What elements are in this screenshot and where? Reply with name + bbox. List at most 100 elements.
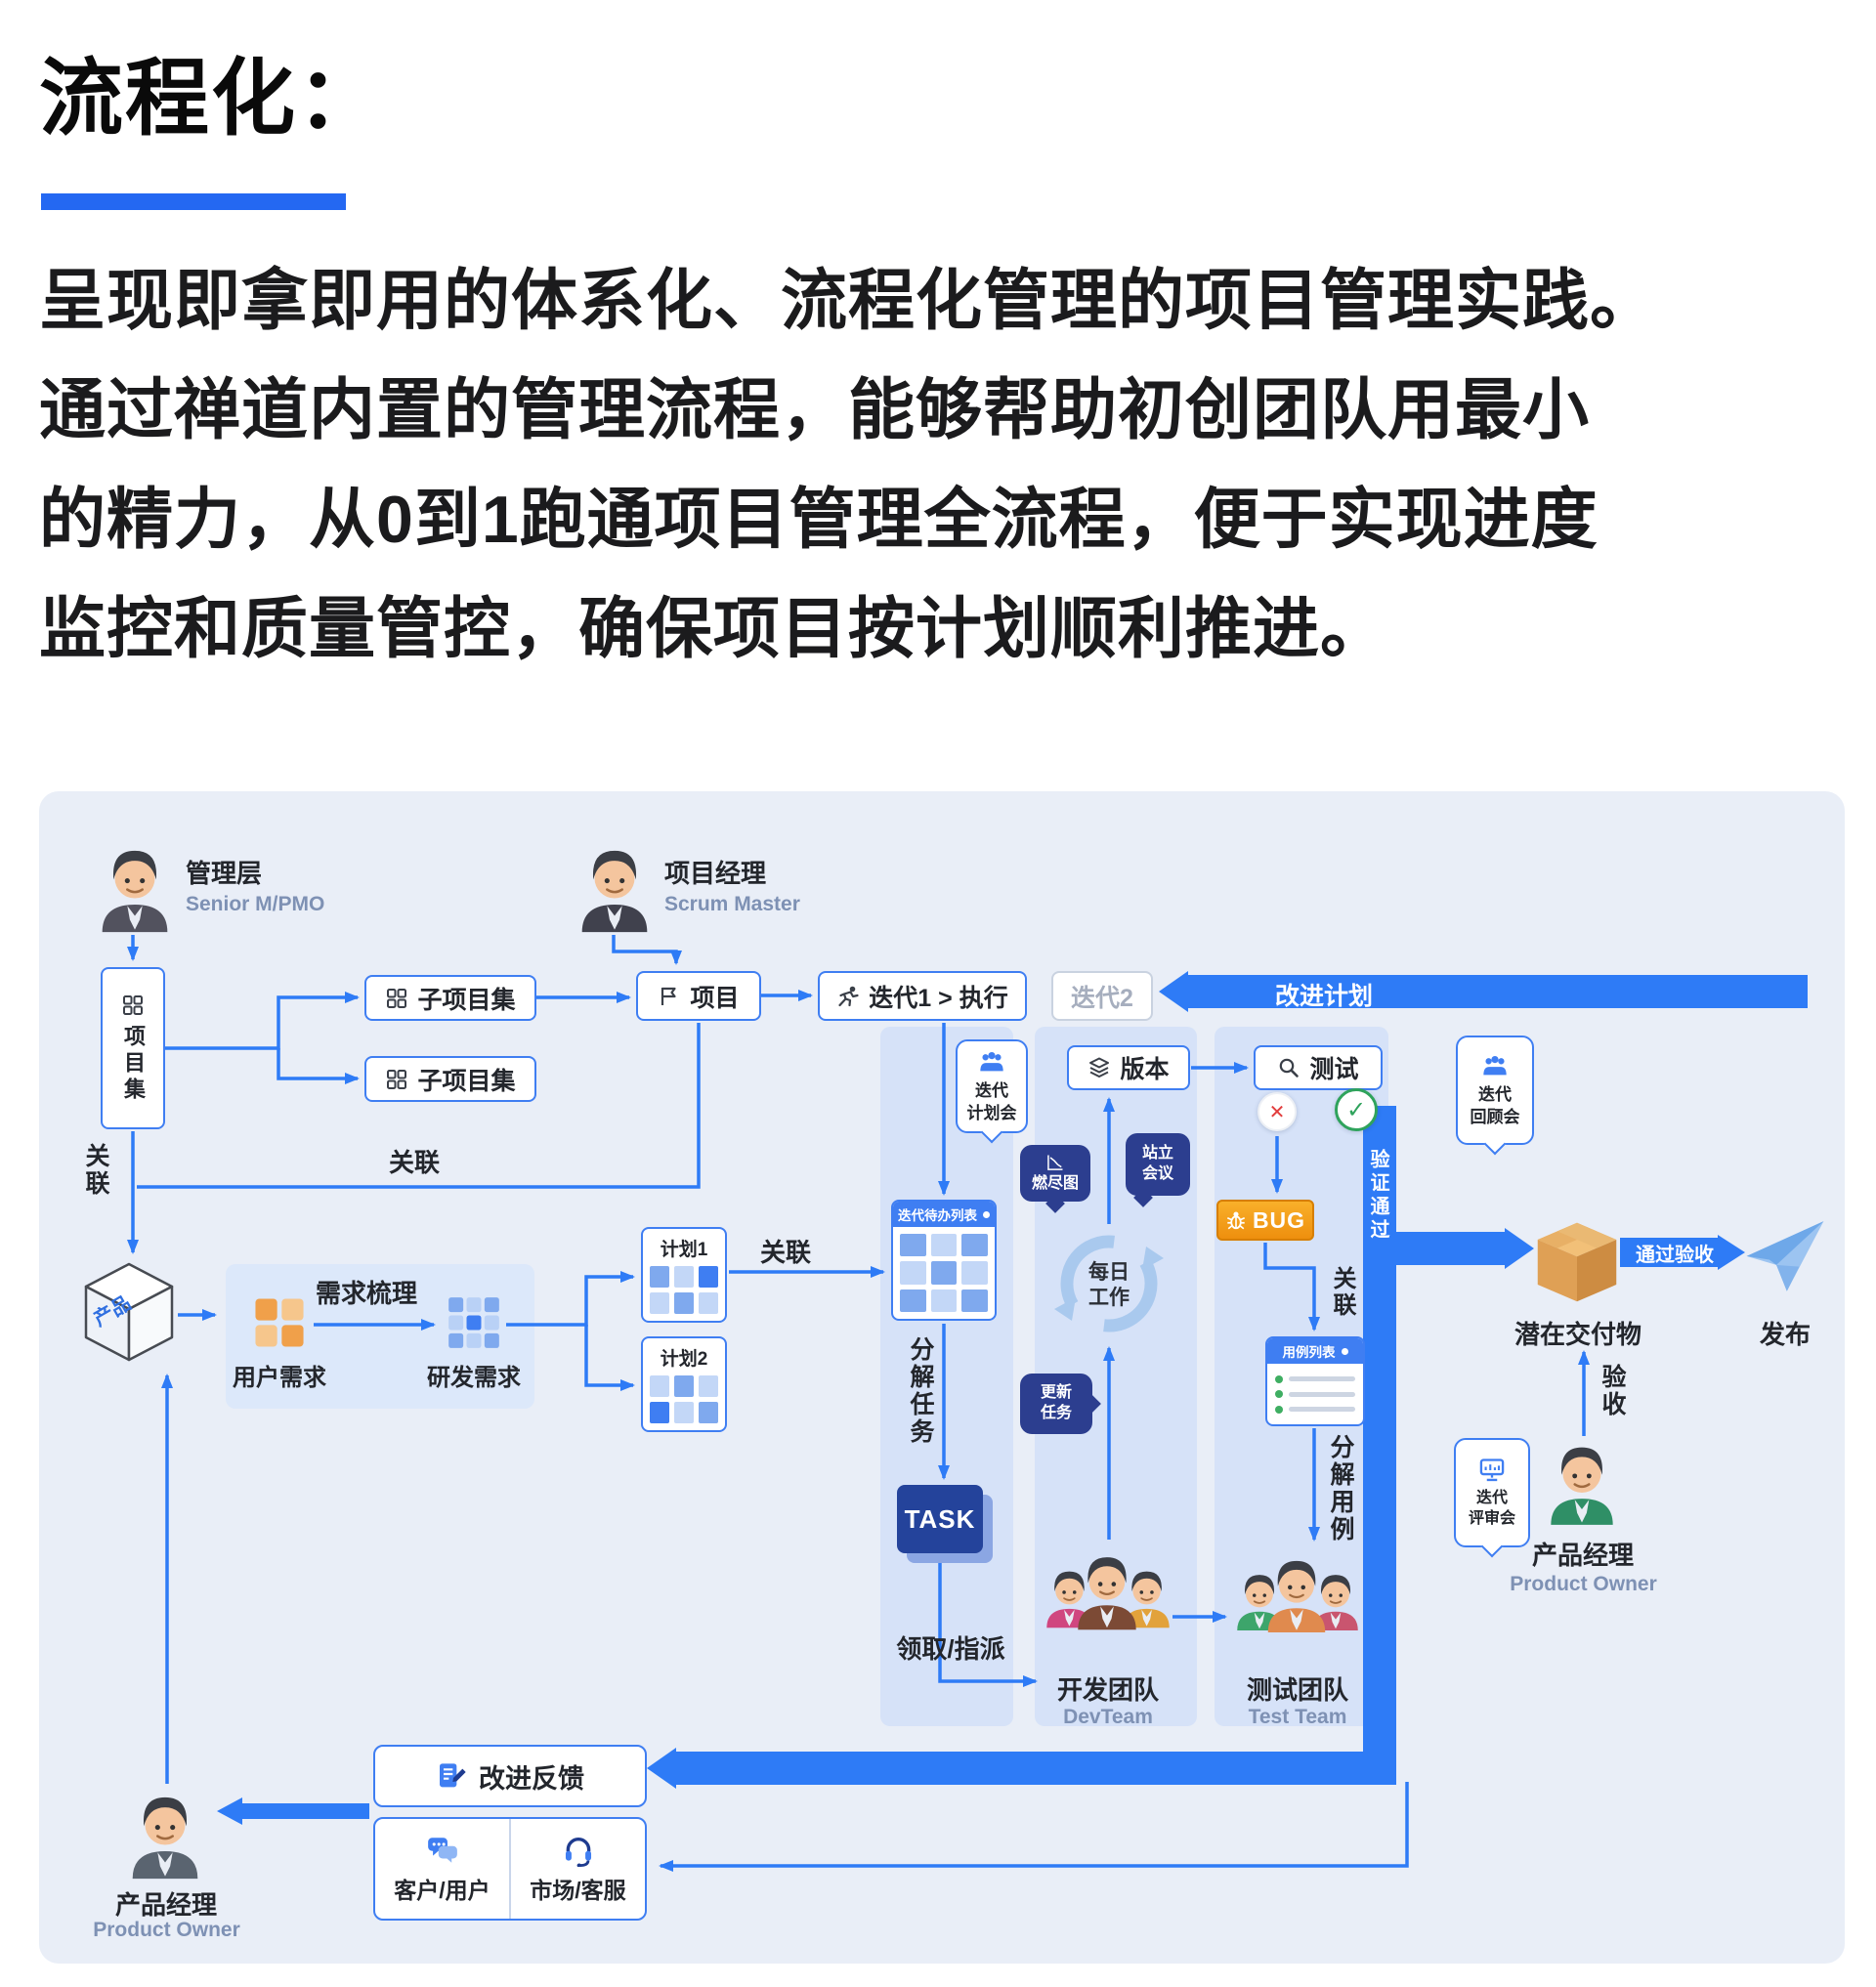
assoc-mid-label: 关联 (389, 1148, 441, 1177)
standup-bubble: 站立 会议 (1126, 1133, 1190, 1196)
claim-assign-label: 领取/指派 (896, 1634, 1005, 1664)
product-owner-right-sub: Product Owner (1510, 1573, 1657, 1595)
sprint-backlog-grid (893, 1227, 995, 1319)
project-node: 项目 (636, 971, 761, 1021)
usecase-rows (1267, 1364, 1363, 1424)
subprogram-node-2: 子项目集 (364, 1056, 536, 1102)
assoc-left-label: 关联 (82, 1143, 109, 1198)
sprint-backlog-card: 迭代待办列表 (891, 1200, 997, 1321)
assoc-case-label: 关联 (1329, 1266, 1355, 1319)
test-team-icon (1233, 1547, 1362, 1665)
user-req-icon (255, 1298, 304, 1347)
dev-req-icon (448, 1297, 499, 1348)
accept-pass-label: 通过验收 (1636, 1245, 1714, 1266)
project-icon (658, 985, 681, 1008)
dot-icon (1341, 1347, 1348, 1355)
management-avatar (95, 840, 175, 934)
plan1-label: 计划1 (660, 1240, 708, 1260)
plan2-card: 计划2 (641, 1336, 727, 1432)
retro-bubble: 迭代 回顾会 (1456, 1036, 1534, 1145)
sprint2-node: 迭代2 (1051, 971, 1153, 1021)
release-label: 发布 (1759, 1320, 1811, 1349)
test-team-sub: Test Team (1248, 1706, 1347, 1728)
plan2-label: 计划2 (660, 1349, 708, 1370)
program-node: 项目集 (101, 967, 165, 1129)
feedback-label: 改进反馈 (479, 1763, 584, 1794)
subprogram-icon (385, 1068, 408, 1091)
usecase-card: 用例列表 (1265, 1336, 1365, 1426)
intro-line-2: 通过禅道内置的管理流程，能够帮助初创团队用最小 (39, 373, 1591, 447)
project-label: 项目 (690, 984, 740, 1012)
scrum-master-sub: Scrum Master (664, 893, 800, 915)
version-node: 版本 (1067, 1045, 1190, 1090)
flow-diagram: 管理层 Senior M/PMO 项目经理 Scrum Master 项目集 子… (39, 791, 1845, 1964)
dot-icon (983, 1210, 990, 1218)
test-fail-mark: ✕ (1258, 1092, 1297, 1131)
sprint-backlog-header: 迭代待办列表 (893, 1202, 995, 1227)
management-name: 管理层 (186, 859, 263, 888)
intro-line-4: 监控和质量管控，确保项目按计划顺利推进。 (39, 592, 1388, 666)
verify-pass-label: 验证通过 (1367, 1149, 1388, 1243)
improve-plan-label: 改进计划 (1274, 983, 1373, 1010)
intro-paragraph: 呈现即拿即用的体系化、流程化管理的项目管理实践。 通过禅道内置的管理流程，能够帮… (39, 246, 1856, 684)
daily-work-label: 每日 工作 (1088, 1261, 1130, 1310)
plan1-card: 计划1 (641, 1227, 727, 1323)
sprint1-node: 迭代1 > 执行 (818, 971, 1027, 1021)
assoc-plan-label: 关联 (760, 1238, 812, 1267)
subprogram-label-2: 子项目集 (417, 1067, 516, 1095)
subprogram-label-1: 子项目集 (417, 986, 516, 1014)
market-cell: 市场/客服 (509, 1819, 645, 1919)
test-pass-mark: ✓ (1335, 1088, 1378, 1131)
intro-line-3: 的精力，从0到1跑通项目管理全流程，便于实现进度 (39, 483, 1599, 557)
headset-icon (562, 1834, 595, 1867)
release-plane-icon (1743, 1215, 1827, 1295)
product-owner-bottom-name: 产品经理 (114, 1890, 217, 1920)
usecase-card-header: 用例列表 (1267, 1338, 1363, 1364)
subprogram-node-1: 子项目集 (364, 975, 536, 1021)
product-owner-right-avatar (1544, 1436, 1620, 1528)
sprint1-label: 迭代1 > 执行 (869, 984, 1008, 1012)
burndown-bubble: 燃尽图 (1020, 1145, 1090, 1202)
accept-label: 验收 (1599, 1364, 1626, 1418)
scrum-master-avatar (575, 840, 655, 934)
sprint-planning-label: 迭代 计划会 (966, 1081, 1017, 1122)
bug-node: BUG (1216, 1200, 1314, 1241)
test-magnifier-icon (1277, 1056, 1300, 1079)
feedback-node: 改进反馈 (373, 1745, 647, 1807)
bug-icon (1225, 1209, 1247, 1231)
review-bubble: 迭代 评审会 (1454, 1438, 1530, 1547)
update-task-bubble: 更新 任务 (1020, 1374, 1092, 1434)
customer-label: 客户/用户 (394, 1877, 490, 1903)
decompose-case-label: 分解用例 (1327, 1434, 1354, 1543)
update-task-label: 更新 任务 (1040, 1384, 1072, 1421)
subprogram-icon (385, 987, 408, 1010)
deliverable-package-icon (1532, 1217, 1622, 1307)
feedback-doc-icon (436, 1760, 467, 1792)
review-screen-icon (1478, 1457, 1506, 1484)
connector-layer (127, 935, 1808, 1872)
sprint-runner-icon (836, 985, 860, 1008)
decompose-task-label: 分解任务 (907, 1336, 934, 1446)
burndown-chart-icon (1045, 1153, 1065, 1172)
program-icon (121, 994, 145, 1017)
product-owner-right-name: 产品经理 (1531, 1541, 1634, 1570)
page-title: 流程化： (39, 52, 383, 146)
dev-team-icon (1044, 1542, 1172, 1665)
standup-label: 站立 会议 (1141, 1145, 1173, 1182)
bug-label: BUG (1252, 1206, 1306, 1233)
plan2-grid (643, 1371, 725, 1430)
customer-market-node: 客户/用户 市场/客服 (373, 1817, 647, 1921)
dev-req-label: 研发需求 (427, 1365, 521, 1391)
deliverable-label: 潜在交付物 (1514, 1320, 1642, 1349)
dev-team-sub: DevTeam (1063, 1706, 1153, 1728)
task-node: TASK (897, 1485, 983, 1553)
chat-icon (426, 1834, 459, 1867)
req-sort-label: 需求梳理 (315, 1279, 417, 1308)
version-label: 版本 (1120, 1056, 1170, 1083)
usecase-title: 用例列表 (1282, 1345, 1336, 1360)
version-layers-icon (1087, 1056, 1111, 1079)
daily-work-loop-icon (1054, 1235, 1164, 1332)
product-cube-icon (84, 1262, 174, 1362)
product-owner-bottom-sub: Product Owner (93, 1919, 240, 1941)
